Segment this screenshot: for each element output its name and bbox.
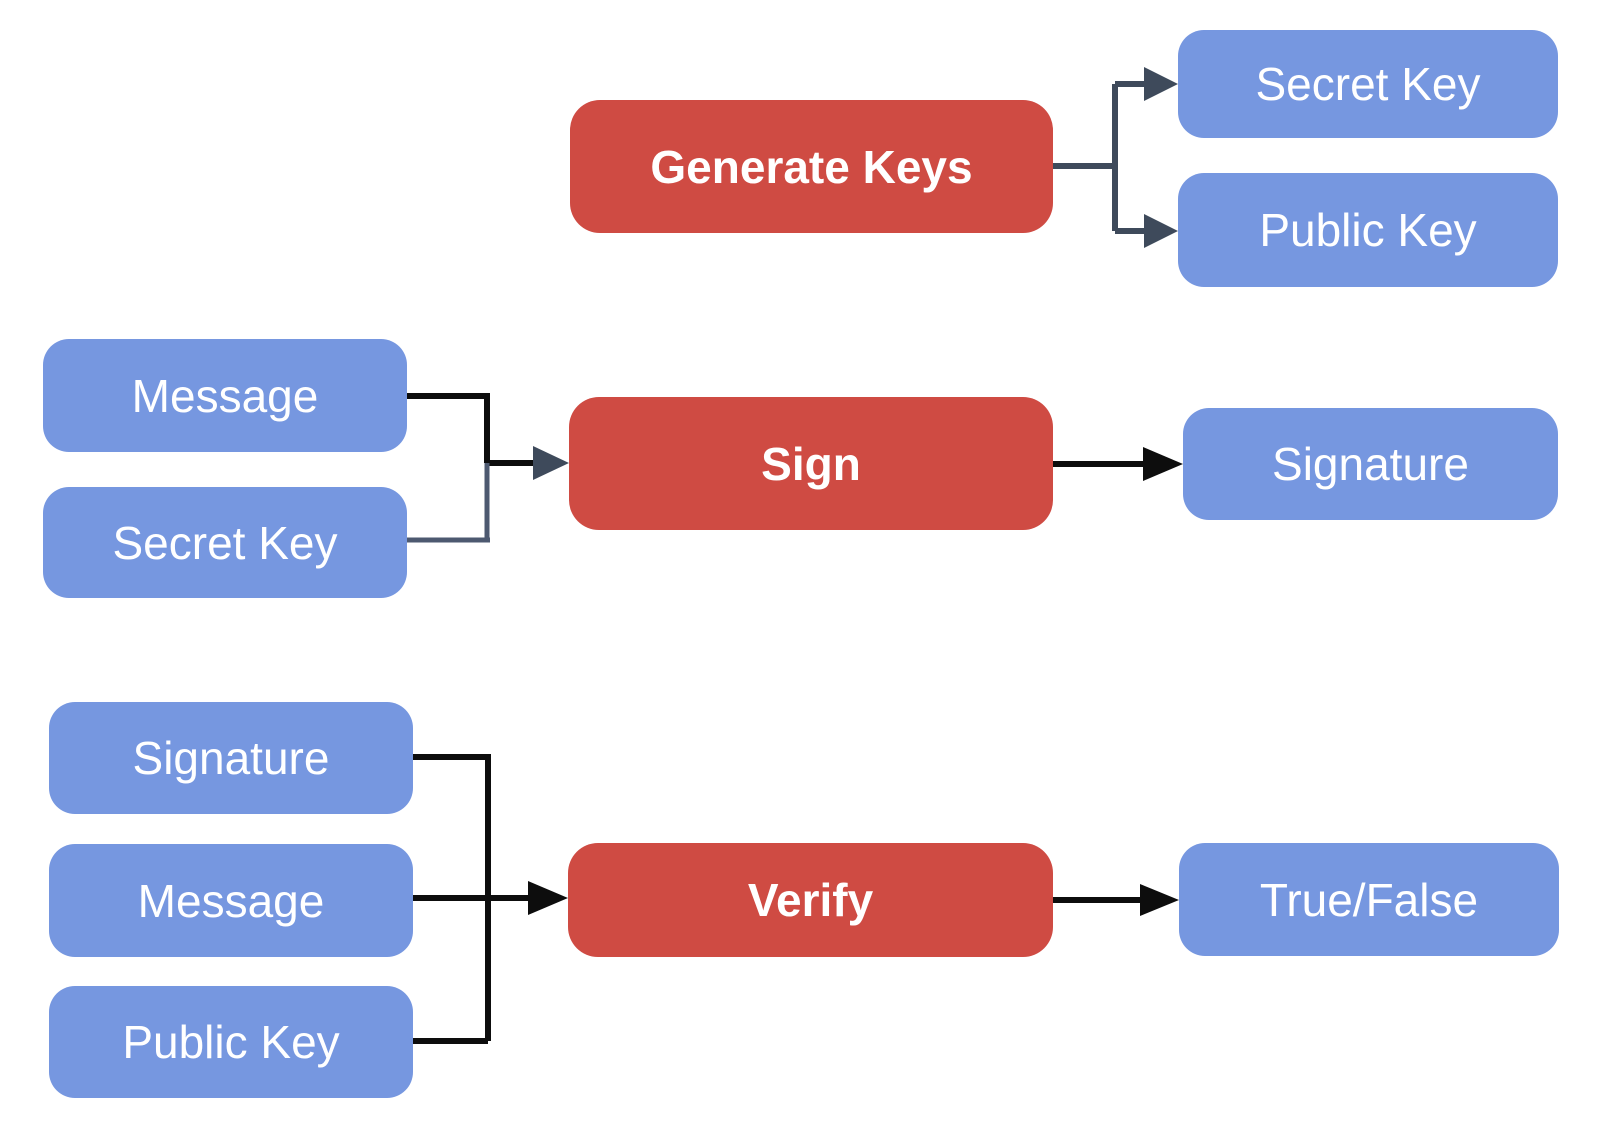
- arrowhead-to-signature: [1143, 447, 1183, 481]
- arrowhead-to-sign: [533, 446, 569, 480]
- connector-secret-key-to-sign: [407, 463, 490, 543]
- node-label: Public Key: [122, 1016, 340, 1068]
- connector-inputs-to-verify: [413, 754, 540, 1044]
- arrowhead-to-verify: [528, 881, 568, 915]
- node-label: Public Key: [1259, 204, 1477, 256]
- node-signature-verify-input: Signature: [49, 702, 413, 814]
- node-label: Secret Key: [112, 516, 338, 569]
- node-label: Verify: [747, 874, 874, 926]
- connector-message-to-sign: [407, 393, 545, 466]
- node-secret-key-sign-input: Secret Key: [43, 487, 407, 598]
- connector-generate-keys-split: [1053, 81, 1150, 234]
- node-true-false-output: True/False: [1179, 843, 1559, 956]
- node-public-key-verify-input: Public Key: [49, 986, 413, 1098]
- node-message-sign-input: Message: [43, 339, 407, 452]
- node-label: Message: [131, 369, 319, 422]
- node-label: Secret Key: [1255, 58, 1481, 110]
- node-generate-keys: Generate Keys: [570, 100, 1053, 233]
- arrowhead-to-truefalse: [1140, 884, 1179, 916]
- arrowhead-to-secret-key: [1144, 67, 1178, 101]
- node-secret-key-output: Secret Key: [1178, 30, 1558, 138]
- node-public-key-output: Public Key: [1178, 173, 1558, 287]
- node-verify: Verify: [568, 843, 1053, 957]
- node-message-verify-input: Message: [49, 844, 413, 957]
- arrowhead-to-public-key: [1144, 214, 1178, 248]
- node-label: Generate Keys: [650, 140, 973, 193]
- node-label: Message: [137, 874, 325, 927]
- node-sign: Sign: [569, 397, 1053, 530]
- node-label: Signature: [132, 732, 330, 784]
- node-label: Signature: [1272, 438, 1469, 490]
- node-label: True/False: [1259, 873, 1479, 926]
- node-signature-output: Signature: [1183, 408, 1558, 520]
- node-label: Sign: [761, 437, 861, 490]
